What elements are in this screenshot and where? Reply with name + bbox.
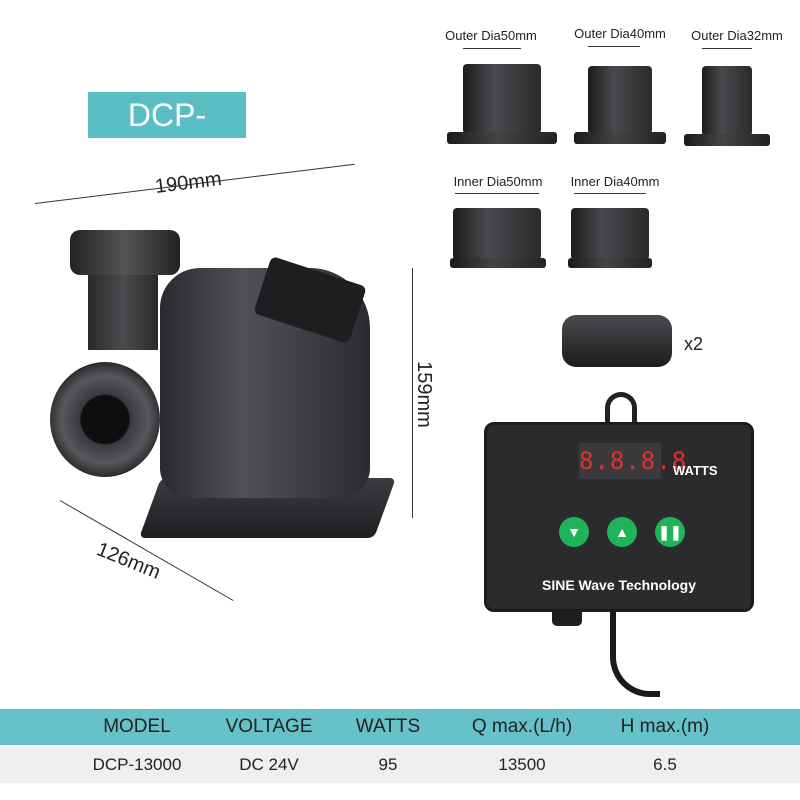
cell-qmax: 13500 — [498, 755, 546, 774]
fitting-flange — [447, 132, 557, 144]
controller-cable — [610, 612, 660, 697]
pump-outlet — [70, 230, 180, 275]
fitting-label: Inner Dia40mm — [570, 174, 660, 189]
dimension-line-height — [412, 268, 413, 518]
controller-port — [552, 610, 582, 626]
fitting-inner-50 — [453, 208, 541, 260]
fitting-label: Outer Dia40mm — [574, 26, 666, 41]
watt-display: 8.8.8.8 — [579, 443, 686, 479]
cell-hmax: 6.5 — [653, 755, 677, 774]
pump-outlet-neck — [88, 270, 158, 350]
down-button[interactable]: ▼ — [559, 517, 589, 547]
fitting-flange — [574, 132, 666, 144]
table-row: DCP-13000 DC 24V 95 13500 6.5 — [0, 747, 800, 783]
fitting-dim-line — [588, 46, 640, 47]
spec-table-header: MODEL VOLTAGE WATTS Q max.(L/h) H max.(m… — [0, 709, 800, 745]
fitting-flange — [684, 134, 770, 146]
dimension-width: 126mm — [93, 538, 164, 584]
fitting-label: Outer Dia32mm — [691, 28, 783, 43]
header-qmax: Q max.(L/h) — [471, 716, 573, 737]
nut-quantity: x2 — [684, 334, 704, 354]
fitting-flange — [568, 258, 652, 268]
fitting-label: Inner Dia50mm — [453, 174, 543, 189]
brand-text: SINE Wave Technology — [541, 577, 697, 593]
fitting-outer-32 — [702, 66, 752, 136]
fitting-dim-line — [455, 193, 539, 194]
display-unit: WATTS — [673, 463, 718, 478]
controller-hanger — [605, 392, 637, 428]
header-voltage: VOLTAGE — [225, 716, 313, 737]
model-badge: DCP-13000 — [88, 92, 246, 179]
fitting-outer-40 — [588, 66, 652, 134]
fitting-dim-line — [574, 193, 646, 194]
fitting-dim-line — [463, 48, 521, 49]
fitting-inner-40 — [571, 208, 649, 260]
header-model: MODEL — [103, 716, 171, 737]
pause-button[interactable]: ❚❚ — [655, 517, 685, 547]
fitting-outer-50 — [463, 64, 541, 134]
cell-watts: 95 — [378, 755, 398, 774]
fitting-label: Outer Dia50mm — [445, 28, 537, 43]
dimension-height: 159mm — [412, 361, 435, 428]
fitting-dim-line — [702, 48, 752, 49]
pump-inlet — [50, 362, 160, 477]
header-watts: WATTS — [355, 716, 421, 737]
fitting-flange — [450, 258, 546, 268]
controller: 8.8.8.8 WATTS ▼ ▲ ❚❚ SINE Wave Technolog… — [484, 422, 754, 612]
header-hmax: H max.(m) — [620, 716, 710, 737]
cell-model: DCP-13000 — [92, 755, 182, 774]
cell-voltage: DC 24V — [239, 755, 299, 774]
up-button[interactable]: ▲ — [607, 517, 637, 547]
union-nut — [562, 315, 672, 367]
